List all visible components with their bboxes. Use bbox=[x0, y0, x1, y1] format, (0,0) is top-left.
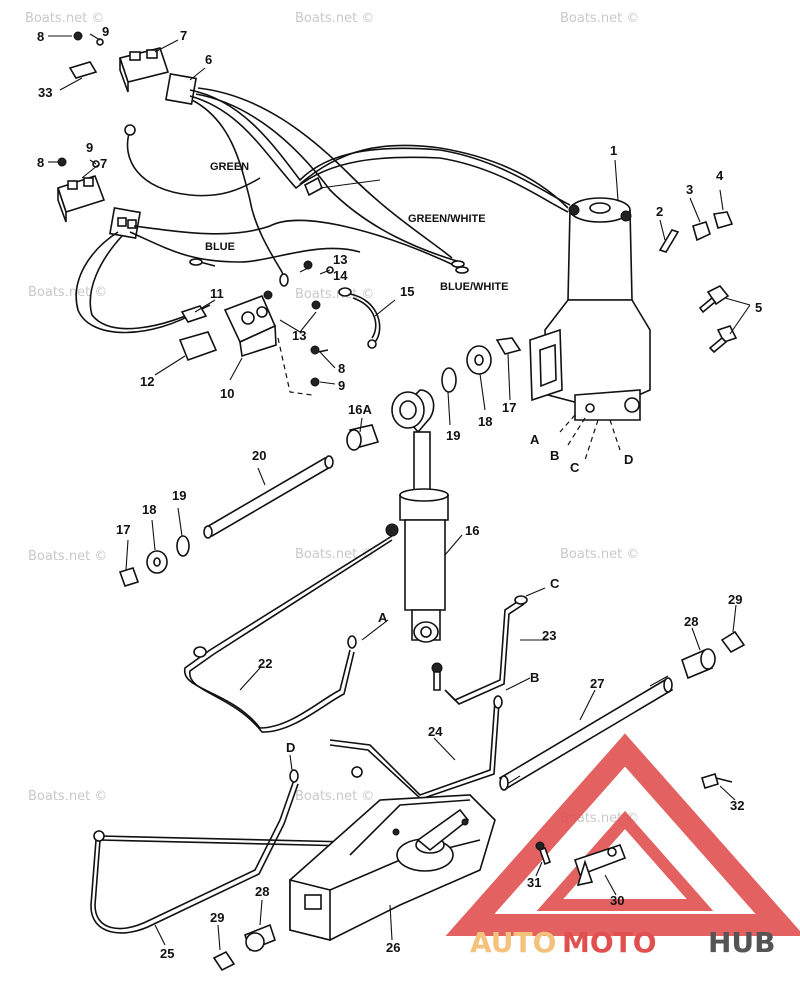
relay-lower bbox=[56, 157, 106, 223]
callout-5: 5 bbox=[755, 300, 762, 315]
callout-16a: 16A bbox=[348, 402, 372, 417]
watermark: Boats.net © bbox=[28, 285, 107, 300]
automotohub-logo-text: AUTO MOTO HUB bbox=[470, 926, 776, 959]
watermark: Boats.net © bbox=[28, 549, 107, 564]
callout-30: 30 bbox=[610, 893, 624, 908]
connection-letter-c-motor: C bbox=[570, 460, 580, 475]
connection-letters: A B C D A B C D bbox=[286, 432, 633, 755]
callout-24: 24 bbox=[428, 724, 443, 739]
callout-19-upper: 19 bbox=[446, 428, 460, 443]
callout-7-upper: 7 bbox=[180, 28, 187, 43]
callout-7-lower: 7 bbox=[100, 156, 107, 171]
motor-cable bbox=[299, 144, 569, 209]
watermark: Boats.net © bbox=[28, 789, 107, 804]
callout-25: 25 bbox=[160, 946, 174, 961]
pump-manifold bbox=[212, 794, 496, 972]
callout-3: 3 bbox=[686, 182, 693, 197]
callout-13-upper: 13 bbox=[333, 252, 347, 267]
watermark: Boats.net © bbox=[295, 789, 374, 804]
watermark: Boats.net © bbox=[560, 547, 639, 562]
callout-14: 14 bbox=[333, 268, 348, 283]
callout-22: 22 bbox=[258, 656, 272, 671]
relay-upper bbox=[68, 31, 170, 93]
pivot-shaft bbox=[498, 630, 746, 791]
watermark-layer: Boats.net © Boats.net © Boats.net © Boat… bbox=[25, 11, 639, 826]
callout-1: 1 bbox=[610, 143, 617, 158]
callout-27: 27 bbox=[590, 676, 604, 691]
pivot-pin bbox=[118, 455, 334, 587]
callout-28-upper: 28 bbox=[684, 614, 698, 629]
hydraulic-lines bbox=[90, 535, 528, 934]
callout-8-upper: 8 bbox=[37, 29, 44, 44]
callout-19-lower: 19 bbox=[172, 488, 186, 503]
watermark: Boats.net © bbox=[295, 11, 374, 26]
callout-4: 4 bbox=[716, 168, 724, 183]
watermark: Boats.net © bbox=[560, 11, 639, 26]
connection-letter-b-motor: B bbox=[550, 448, 559, 463]
connection-letter-c-line: C bbox=[550, 576, 560, 591]
connection-letter-a-motor: A bbox=[530, 432, 540, 447]
callout-18-lower: 18 bbox=[142, 502, 156, 517]
pump-motor bbox=[529, 197, 651, 461]
callout-32: 32 bbox=[730, 798, 744, 813]
connection-letter-d-line: D bbox=[286, 740, 295, 755]
callout-9-upper: 9 bbox=[102, 24, 109, 39]
callout-13-lower: 13 bbox=[292, 328, 306, 343]
callout-2: 2 bbox=[656, 204, 663, 219]
wire-label-green-white: GREEN/WHITE bbox=[408, 213, 486, 225]
part-callouts: 1 2 3 4 5 6 7 7 8 8 8 9 9 9 10 11 12 13 … bbox=[37, 24, 762, 961]
connection-letter-d-motor: D bbox=[624, 452, 633, 467]
bracket-hardware bbox=[535, 772, 733, 887]
leader-lines bbox=[48, 33, 751, 951]
wire-label-blue-white: BLUE/WHITE bbox=[440, 281, 508, 293]
callout-31: 31 bbox=[527, 875, 541, 890]
callout-29-lower: 29 bbox=[210, 910, 224, 925]
logo-hub: HUB bbox=[708, 926, 776, 959]
callout-20: 20 bbox=[252, 448, 266, 463]
callout-16: 16 bbox=[465, 523, 479, 538]
callout-28-lower: 28 bbox=[255, 884, 269, 899]
wire-labels: GREEN GREEN/WHITE BLUE BLUE/WHITE bbox=[205, 161, 508, 293]
callout-17-lower: 17 bbox=[116, 522, 130, 537]
ground-strap bbox=[338, 287, 381, 349]
callout-8-lower: 8 bbox=[37, 155, 44, 170]
wire-label-blue: BLUE bbox=[205, 241, 235, 253]
motor-hardware bbox=[658, 211, 738, 354]
callout-9-lower: 9 bbox=[86, 140, 93, 155]
callout-26: 26 bbox=[386, 940, 400, 955]
upper-pin-hardware bbox=[346, 337, 522, 451]
logo-moto: MOTO bbox=[562, 926, 657, 959]
callout-15: 15 bbox=[400, 284, 414, 299]
terminal-block bbox=[178, 260, 334, 396]
watermark: Boats.net © bbox=[295, 287, 374, 302]
callout-6: 6 bbox=[205, 52, 212, 67]
callout-23: 23 bbox=[542, 628, 556, 643]
connection-letter-a-line: A bbox=[378, 610, 388, 625]
callout-18-upper: 18 bbox=[478, 414, 492, 429]
callout-8-block: 8 bbox=[338, 361, 345, 376]
trim-cylinder bbox=[385, 389, 449, 691]
callout-33: 33 bbox=[38, 85, 52, 100]
callout-17-upper: 17 bbox=[502, 400, 516, 415]
callout-10: 10 bbox=[220, 386, 234, 401]
harness-connectors bbox=[109, 73, 197, 239]
watermark: Boats.net © bbox=[295, 547, 374, 562]
connection-letter-b-line: B bbox=[530, 670, 539, 685]
callout-29-upper: 29 bbox=[728, 592, 742, 607]
logo-auto: AUTO bbox=[470, 926, 556, 959]
wire-label-green: GREEN bbox=[210, 161, 249, 173]
callout-9-block: 9 bbox=[338, 378, 345, 393]
watermark: Boats.net © bbox=[25, 11, 104, 26]
callout-12: 12 bbox=[140, 374, 154, 389]
callout-11: 11 bbox=[210, 286, 224, 301]
